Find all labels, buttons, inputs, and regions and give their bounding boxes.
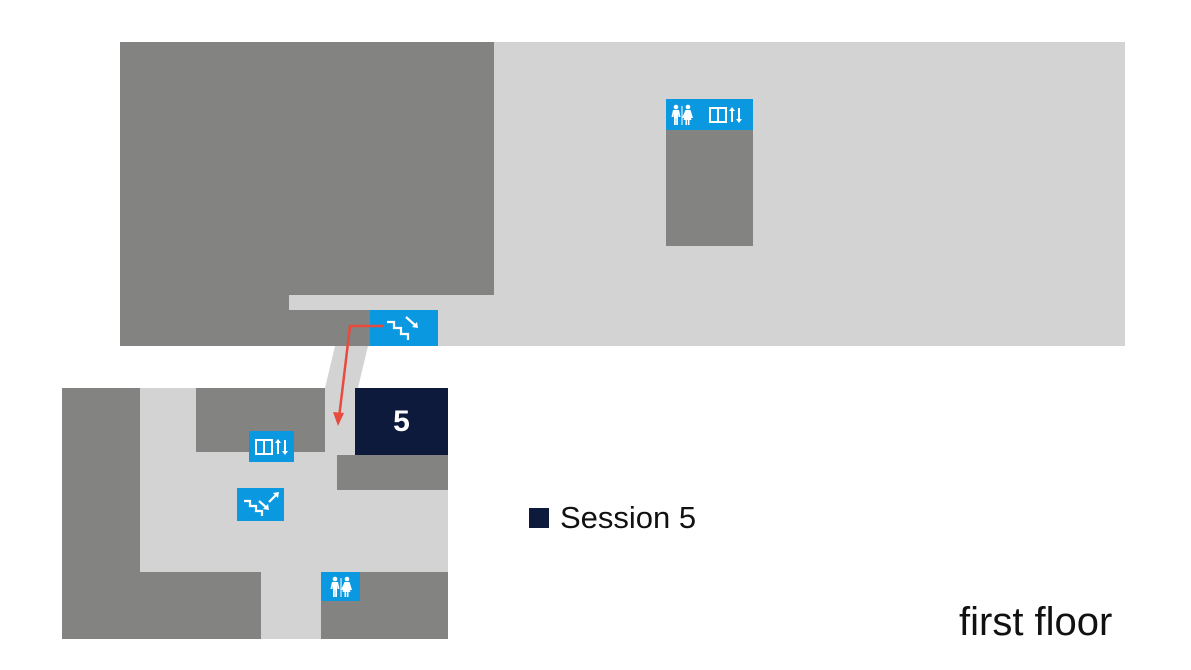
escalator-icon	[237, 488, 284, 521]
elevator-icon	[249, 431, 294, 462]
floor-label: first floor	[959, 600, 1113, 644]
stairs-down-icon	[370, 310, 438, 346]
legend: Session 5	[529, 500, 696, 536]
south-bottom-left-block	[62, 572, 261, 639]
restroom-icon	[321, 572, 360, 601]
room-5[interactable]: 5	[355, 388, 448, 455]
north-building-block-large	[120, 42, 494, 295]
north-core-block	[666, 130, 753, 246]
room-5-label: 5	[393, 404, 410, 438]
north-building-block-lower	[120, 295, 289, 346]
restroom-icon	[666, 99, 698, 130]
legend-label-session-5: Session 5	[560, 500, 697, 535]
south-block-below-room5	[337, 455, 448, 490]
legend-swatch-session-5	[529, 508, 549, 528]
elevator-icon	[698, 99, 753, 130]
